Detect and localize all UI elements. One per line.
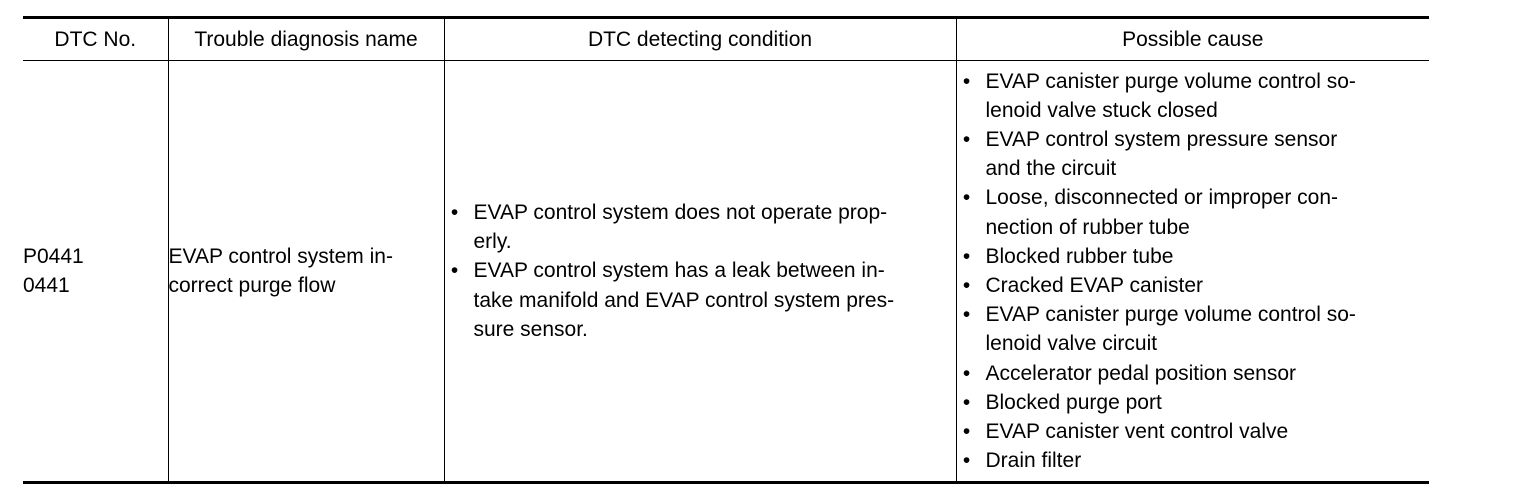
list-item: • EVAP canister purge volume control so-…: [957, 67, 1430, 125]
list-item: • Accelerator pedal position sensor: [957, 359, 1430, 388]
bullet-icon: •: [962, 127, 971, 151]
header-possible-cause: Possible cause: [955, 16, 1429, 61]
table-row: P0441 0441 EVAP control system in- corre…: [23, 60, 1430, 484]
bullet-icon: •: [962, 449, 971, 473]
header-dtc-detecting-condition: DTC detecting condition: [443, 16, 956, 61]
list-item: • Blocked rubber tube: [957, 242, 1430, 271]
condition-list: • EVAP control system does not operate p…: [445, 198, 956, 344]
diagnosis-name-cell: EVAP control system in- correct purge fl…: [167, 60, 444, 484]
bullet-icon: •: [962, 274, 971, 297]
bullet-icon: •: [962, 390, 971, 414]
bullet-icon: •: [962, 420, 971, 444]
header-trouble-diagnosis-name: Trouble diagnosis name: [167, 16, 444, 61]
list-item: • EVAP control system does not operate p…: [445, 198, 956, 256]
bullet-icon: •: [962, 244, 971, 268]
list-item: • Cracked EVAP canister: [957, 271, 1430, 300]
list-item: • EVAP canister purge volume control so-…: [957, 300, 1430, 358]
dtc-code-line: 0441: [23, 274, 70, 297]
bullet-icon: •: [962, 361, 971, 385]
dtc-table: DTC No. Trouble diagnosis name DTC detec…: [23, 16, 1429, 484]
detecting-condition-cell: • EVAP control system does not operate p…: [443, 60, 956, 484]
bullet-icon: •: [962, 186, 971, 210]
list-item: • EVAP control system has a leak between…: [445, 256, 956, 344]
header-dtc-no: DTC No.: [23, 16, 168, 61]
list-item: • Loose, disconnected or improper con- n…: [957, 183, 1430, 241]
bullet-icon: •: [450, 259, 459, 283]
bullet-icon: •: [450, 200, 459, 224]
list-item: • EVAP canister vent control valve: [957, 417, 1430, 446]
bullet-icon: •: [962, 303, 971, 327]
dtc-code-line: P0441: [23, 244, 84, 268]
table-header-row: DTC No. Trouble diagnosis name DTC detec…: [23, 16, 1429, 61]
cause-list: • EVAP canister purge volume control so-…: [957, 67, 1430, 476]
list-item: • Drain filter: [957, 446, 1430, 475]
diagnosis-name-line: EVAP control system in-: [168, 244, 393, 268]
list-item: • Blocked purge port: [957, 388, 1430, 417]
list-item: • EVAP control system pressure sensor an…: [957, 125, 1430, 183]
diagnosis-name-line: correct purge flow: [168, 274, 336, 297]
dtc-number-cell: P0441 0441: [23, 60, 168, 484]
possible-cause-cell: • EVAP canister purge volume control so-…: [955, 60, 1430, 484]
bullet-icon: •: [962, 69, 971, 93]
